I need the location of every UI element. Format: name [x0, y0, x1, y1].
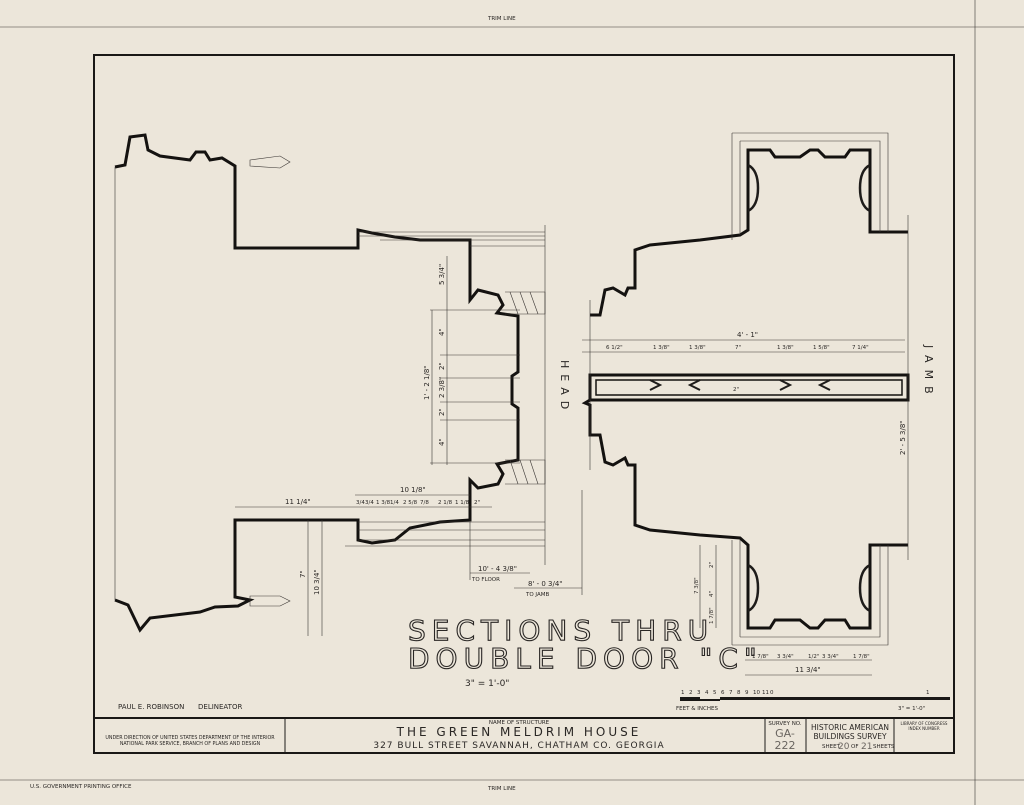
scale-tick: 1: [681, 690, 685, 696]
head-dimensions: 5 3/4" 1' - 2 1/8" 4" 2" 2 3/8" 2" 4" 10…: [235, 256, 583, 636]
dim-head-vertical-7: 7": [299, 570, 307, 578]
direction-line2: NATIONAL PARK SERVICE, BRANCH OF PLANS A…: [120, 741, 261, 747]
drawing-title-line1: SECTIONS THRU: [408, 614, 714, 647]
dim-jamb-left-total: 7 3/8": [694, 577, 700, 594]
head-label: HEAD: [558, 360, 571, 415]
scale-tick: 6: [721, 690, 725, 696]
scale-tick: 9: [745, 690, 749, 696]
printer-note: U.S. GOVERNMENT PRINTING OFFICE: [30, 784, 132, 790]
scale-bar-label: FEET & INCHES: [676, 706, 718, 712]
dim-head-d2: 2": [438, 362, 446, 370]
jamb-dimensions: 4' - 1" 6 1/2" 1 3/8" 1 3/8" 7" 1 3/8" 1…: [582, 331, 907, 676]
dim-seg: 1 3/8": [653, 345, 670, 351]
dim-seg: 4": [709, 591, 715, 597]
dim-to-jamb: 8' - 0 3/4": [528, 580, 563, 588]
survey-no-line2: 222: [775, 739, 796, 752]
habs-line1: HISTORIC AMERICAN: [811, 723, 889, 732]
jamb-section-profile: [581, 132, 910, 646]
dim-seg: 1 7/8": [752, 654, 769, 660]
dim-seg: 1 3/8": [777, 345, 794, 351]
sheet-prefix: SHEET: [822, 744, 841, 750]
jamb-label: JAMB: [922, 344, 935, 401]
dim-seg: 1 1/8: [455, 500, 470, 506]
dim-head-d3: 2 3/8": [438, 377, 446, 398]
delineator-role: DELINEATOR: [198, 703, 242, 711]
head-section-profile: [114, 133, 546, 633]
library-line2: INDEX NUMBER: [908, 726, 939, 731]
dim-head-top: 5 3/4": [438, 264, 446, 285]
dim-seg: 2 5/8: [403, 500, 418, 506]
sheet-of: OF: [851, 744, 859, 750]
trim-line-bottom-label: TRIM LINE: [487, 786, 516, 792]
dim-seg: 1 5/8": [813, 345, 830, 351]
dim-seg: 7": [735, 345, 741, 351]
dim-seg: 2": [709, 562, 715, 568]
dim-head-width-11: 11 1/4": [285, 498, 311, 506]
dim-seg: 6 1/2": [606, 345, 623, 351]
survey-no-line1: GA-: [775, 727, 795, 740]
dim-seg: 1 7/8": [853, 654, 870, 660]
drawing-scale: 3" = 1'-0": [465, 679, 509, 689]
dim-seg: 7 1/4": [852, 345, 869, 351]
dim-jamb-bottom-total: 11 3/4": [795, 666, 821, 674]
dim-head-width-10: 10 1/8": [400, 486, 426, 494]
scale-tick: 5: [713, 690, 717, 696]
dim-jamb-panel: 2": [733, 387, 739, 393]
survey-no-label: SURVEY NO.: [768, 721, 802, 727]
scale-bar: 1 2 3 4 5 6 7 8 9 10 11 0 1 FEET & INCHE…: [676, 690, 950, 712]
scale-tick: 3: [697, 690, 701, 696]
dim-head-d1: 4": [438, 328, 446, 336]
delineator-name: PAUL E. ROBINSON: [118, 703, 184, 711]
dim-jamb-overall: 4' - 1": [737, 331, 758, 339]
structure-address: 327 BULL STREET SAVANNAH, CHATHAM CO. GE…: [373, 741, 664, 751]
dim-to-floor: 10' - 4 3/8": [478, 565, 517, 573]
trim-line-top-label: TRIM LINE: [487, 16, 516, 22]
drawing-title-line2: DOUBLE DOOR "C": [408, 642, 763, 675]
scale-tick: 0: [770, 690, 774, 696]
dim-seg: 3 3/4": [777, 654, 794, 660]
name-of-structure-label: NAME OF STRUCTURE: [489, 720, 550, 726]
scale-tick: 2: [689, 690, 693, 696]
scale-tick: 7: [729, 690, 733, 696]
sheet-number: 20: [838, 742, 850, 752]
library-line1: LIBRARY OF CONGRESS: [901, 721, 948, 726]
dim-seg: 1/2": [808, 654, 819, 660]
dim-head-vertical-10: 10 3/4": [313, 569, 321, 595]
dim-seg: 2": [474, 500, 480, 506]
sheet-suffix: SHEETS: [873, 744, 895, 750]
dim-seg: 1 3/8: [376, 500, 391, 506]
structure-name: THE GREEN MELDRIM HOUSE: [396, 725, 642, 739]
dim-to-jamb-label: TO JAMB: [525, 592, 549, 598]
title-block: UNDER DIRECTION OF UNITED STATES DEPARTM…: [94, 717, 954, 753]
dim-seg: 3 3/4": [822, 654, 839, 660]
scale-tick: 10: [753, 690, 760, 696]
dim-seg: 3/4: [356, 500, 365, 506]
scale-tick: 1: [926, 690, 930, 696]
dim-head-overall: 1' - 2 1/8": [423, 365, 431, 400]
dim-seg: 2 1/8: [438, 500, 453, 506]
scale-tick: 8: [737, 690, 741, 696]
dim-seg: 1 7/8": [709, 607, 715, 624]
sheet-border: [93, 54, 955, 754]
dim-head-d4: 2": [438, 408, 446, 416]
direction-line1: UNDER DIRECTION OF UNITED STATES DEPARTM…: [105, 735, 275, 741]
scale-tick: 11: [762, 690, 769, 696]
dim-seg: 7/8: [420, 500, 429, 506]
dim-seg: 1/4: [390, 500, 399, 506]
dim-seg: 1 3/8": [689, 345, 706, 351]
dim-seg: 3/4: [365, 500, 374, 506]
sheet-total: 21: [861, 742, 872, 752]
dim-to-floor-label: TO FLOOR: [471, 577, 500, 583]
scale-tick: 4: [705, 690, 709, 696]
habs-line2: BUILDINGS SURVEY: [813, 732, 886, 741]
dim-head-d5: 4": [438, 438, 446, 446]
scale-bar-note: 3" = 1'-0": [898, 706, 925, 712]
dim-jamb-height: 2' - 5 3/8": [899, 420, 907, 455]
